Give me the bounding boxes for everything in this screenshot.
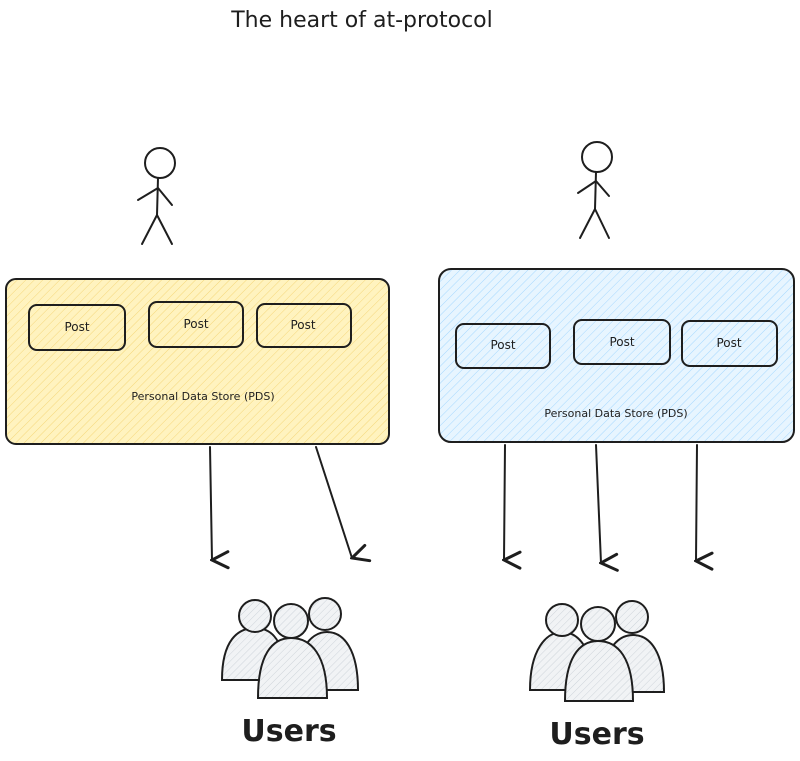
arrow [595, 444, 601, 563]
post-label: Post [64, 320, 89, 334]
arrow [209, 446, 212, 560]
post-box: Post [256, 303, 352, 348]
arrow [315, 446, 352, 558]
post-label: Post [609, 335, 634, 349]
users-group-icon [220, 597, 360, 699]
diagram-title: The heart of at-protocol [230, 8, 493, 33]
person-icon [577, 141, 613, 239]
users-label: Users [549, 717, 644, 752]
post-box: Post [681, 320, 778, 367]
post-box: Post [28, 304, 126, 351]
post-box: Post [573, 319, 671, 365]
pds-box-left: Post Post Post Personal Data Store (PDS) [5, 278, 390, 445]
post-label: Post [716, 336, 741, 350]
post-box: Post [455, 323, 551, 369]
pds-label: Personal Data Store (PDS) [544, 407, 687, 420]
pds-box-right: Post Post Post Personal Data Store (PDS) [438, 268, 795, 443]
arrow [504, 444, 505, 560]
users-label: Users [241, 714, 336, 749]
person-icon [137, 147, 176, 245]
post-label: Post [490, 338, 515, 352]
post-label: Post [183, 317, 208, 331]
post-box: Post [148, 301, 244, 348]
arrow [696, 444, 697, 561]
pds-label: Personal Data Store (PDS) [131, 390, 274, 403]
post-label: Post [290, 318, 315, 332]
users-group-icon [528, 600, 666, 702]
